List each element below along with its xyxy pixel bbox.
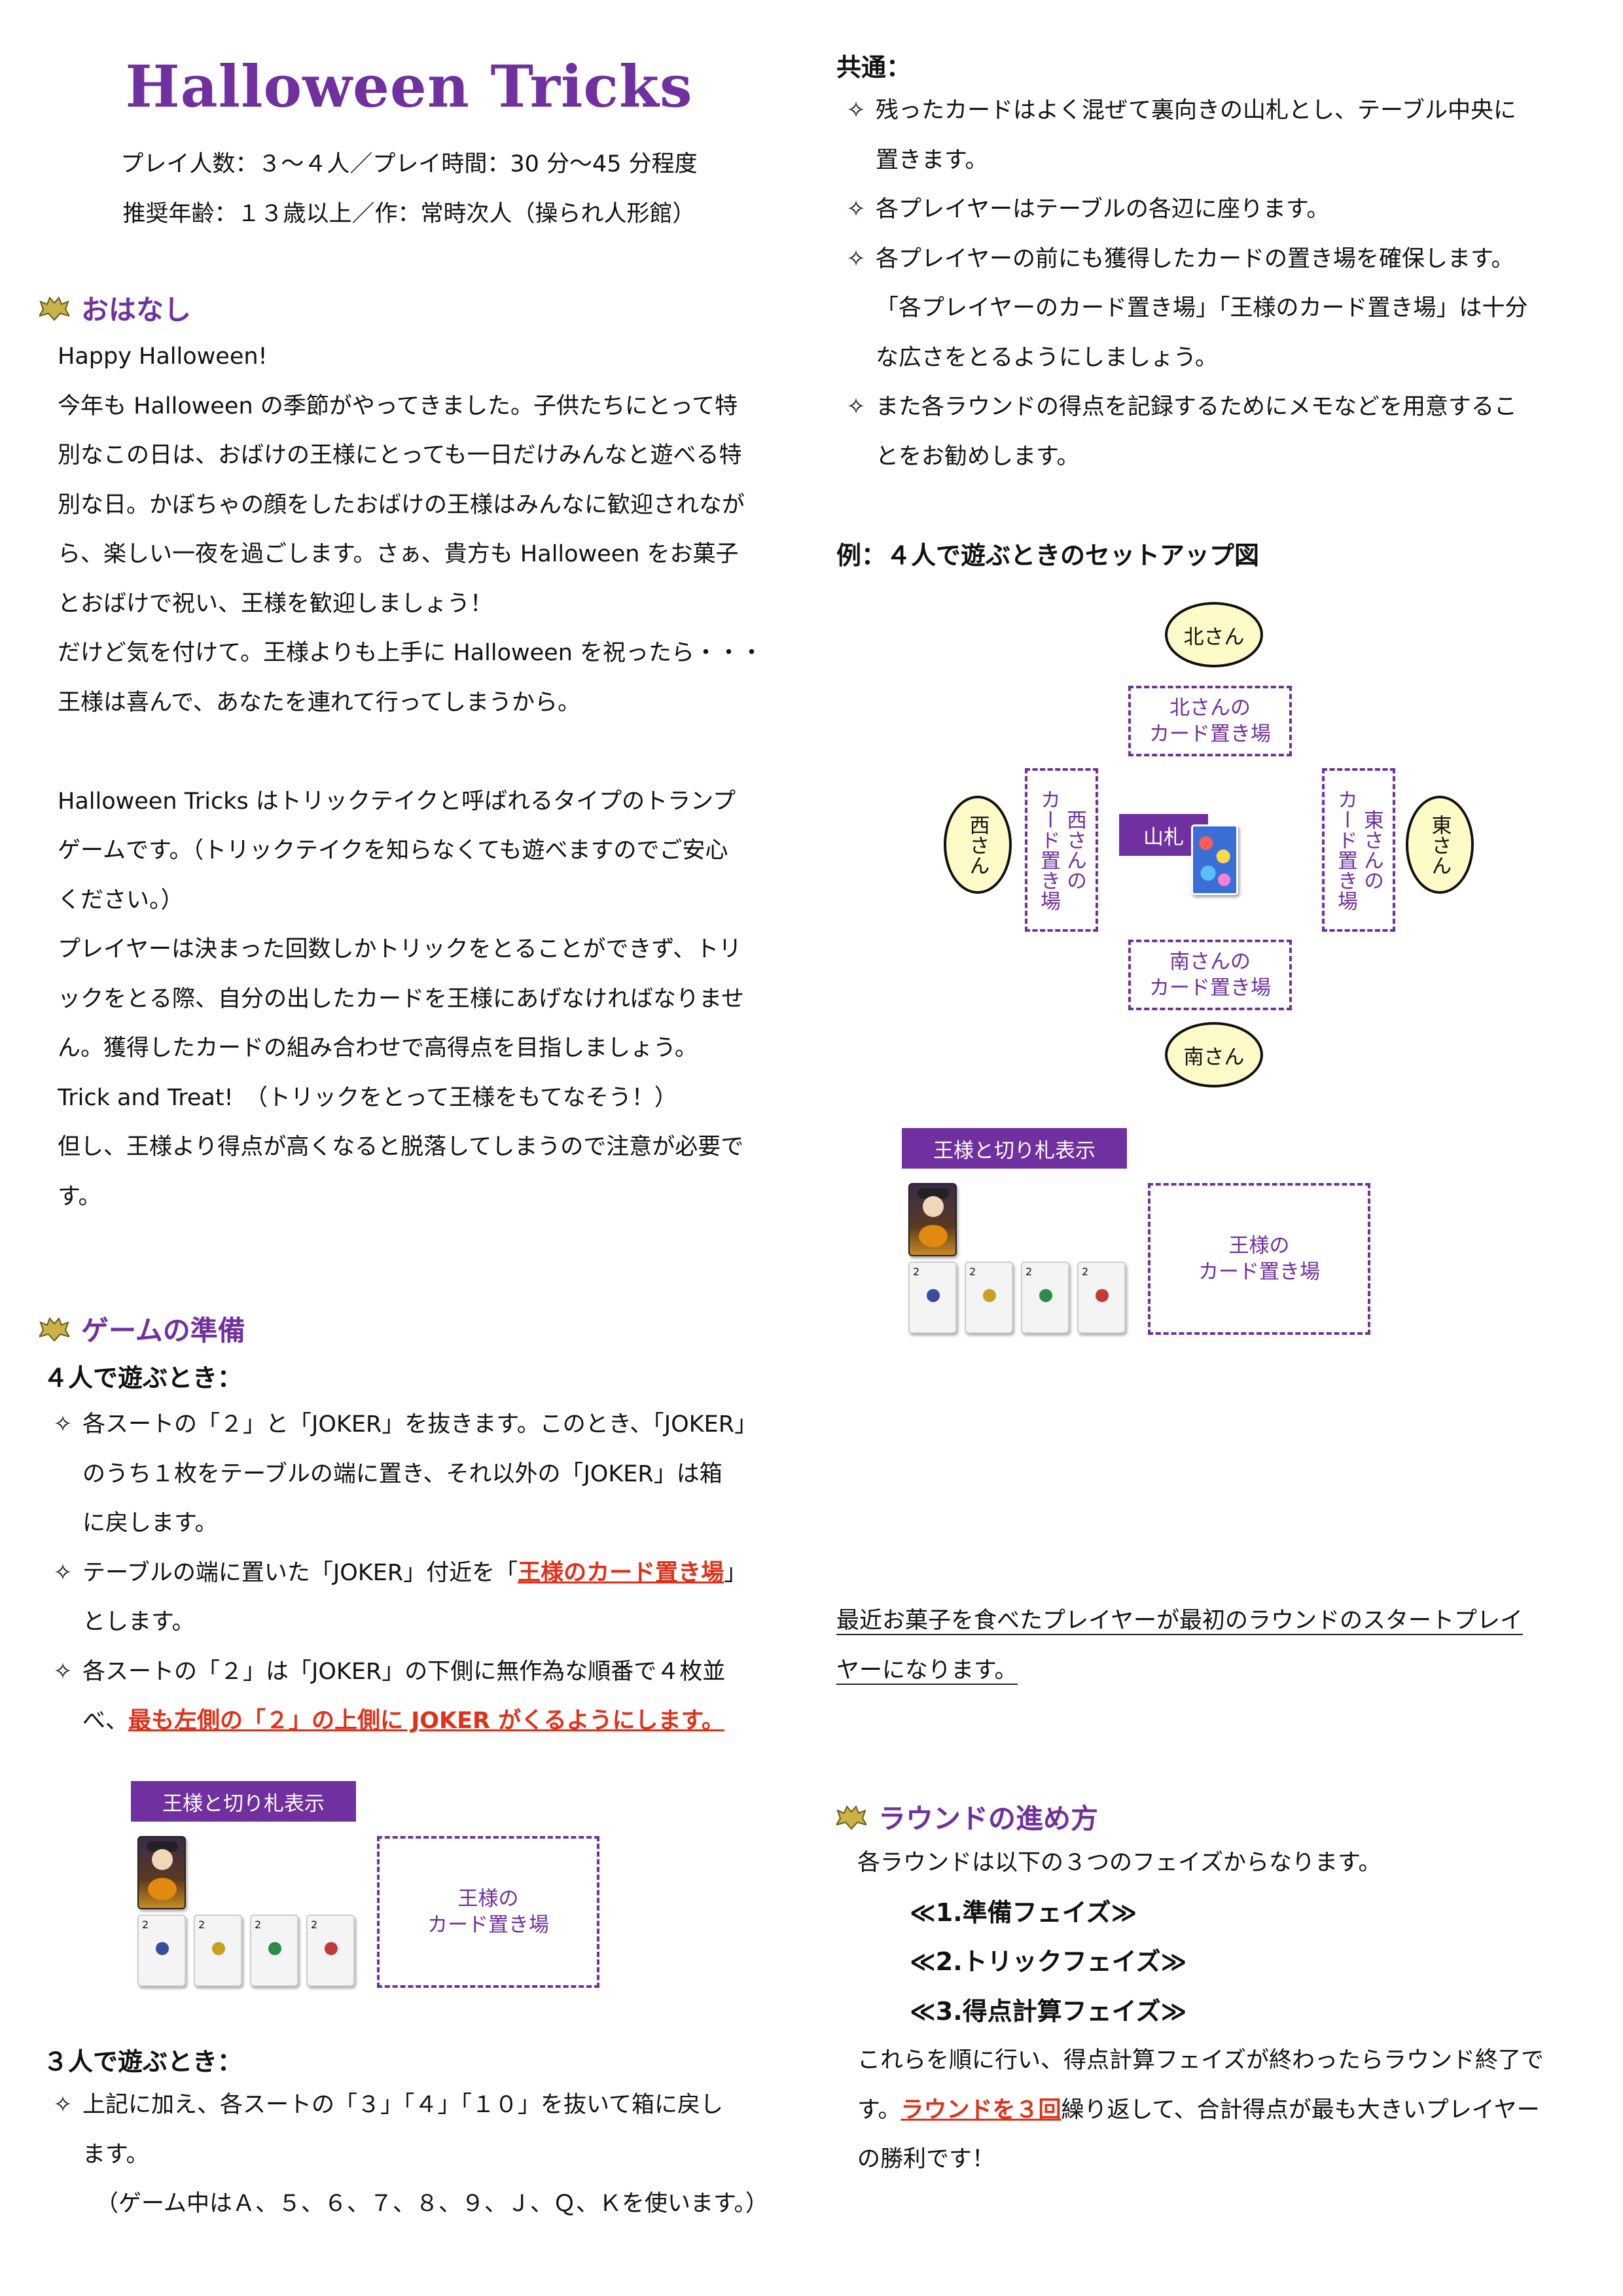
story-line: ん。獲得したカードの組み合わせで高得点を目指しましょう。 — [58, 1035, 698, 1061]
story-line: ください。） — [58, 887, 184, 913]
phase-prep: ≪1.準備フェイズ≫ — [910, 1898, 1137, 1927]
section-heading-setup-text: ゲームの準備 — [81, 1315, 245, 1347]
four-player-heading: ４人で遊ぶとき： — [43, 1364, 243, 1392]
section-heading-setup: ゲームの準備 — [39, 1309, 245, 1349]
story-line: す。 — [58, 1183, 101, 1210]
four-player-rules: ✧ 各スートの「２」と「JOKER」を抜きます。このとき、「JOKER」のうち１… — [43, 1400, 789, 1746]
phase-score: ≪3.得点計算フェイズ≫ — [910, 1996, 1187, 2026]
sparkle-icon: ✧ — [846, 196, 866, 222]
king-card-area: 王様のカード置き場 — [1148, 1183, 1370, 1335]
three-player-heading: ３人で遊ぶとき： — [43, 2047, 243, 2076]
story-line: 但し、王様より得点が高くなると脱落してしまうので注意が必要で — [58, 1134, 744, 1160]
player-south: 南さん — [1165, 1022, 1263, 1087]
north-card-area: 北さんのカード置き場 — [1128, 686, 1292, 756]
bat-icon — [836, 1805, 866, 1829]
phase-trick: ≪2.トリックフェイズ≫ — [910, 1947, 1187, 1976]
list-item: ✧ テーブルの端に置いた「JOKER」付近を「王様のカード置き場」とします。 — [43, 1549, 789, 1648]
list-item: ✧ 各プレイヤーはテーブルの各辺に座ります。 — [836, 185, 1589, 235]
list-item: ✧ 各スートの「２」は「JOKER」の下側に無作為な順番で４枚並べ、最も左側の「… — [43, 1648, 789, 1746]
story-line: 別なこの日は、おばけの王様にとっても一日だけみんなと遊べる特 — [58, 442, 742, 468]
east-card-area: 東さんのカード置き場 — [1322, 768, 1395, 932]
card-heart-2: 2 — [306, 1915, 355, 1987]
king-diagram-left: 王様と切り札表示 2 2 2 2 王様のカード置き場 — [131, 1781, 602, 1990]
start-player-note: 最近お菓子を食べたプレイヤーが最初のラウンドのスタートプレイ ヤーになります。 — [836, 1608, 1523, 1685]
card-diamond-2: 2 — [1021, 1262, 1069, 1333]
list-item: ✧ 上記に加え、各スートの「３」「４」「１０」を抜いて箱に戻します。（ゲーム中は… — [43, 2081, 789, 2229]
list-item: ✧ また各ラウンドの得点を記録するためにメモなどを用意することをお勧めします。 — [836, 383, 1589, 482]
west-card-area: 西さんのカード置き場 — [1025, 768, 1098, 932]
sparkle-icon: ✧ — [53, 2092, 73, 2118]
section-heading-round: ラウンドの進め方 — [836, 1797, 1098, 1837]
card-club-2: 2 — [965, 1262, 1013, 1333]
king-trump-tag: 王様と切り札表示 — [131, 1781, 356, 1822]
story-line: ら、楽しい一夜を過ごします。さぁ、貴方も Halloween をお菓子 — [58, 541, 739, 567]
story-line: Happy Halloween! — [58, 344, 268, 370]
king-trump-tag: 王様と切り札表示 — [902, 1128, 1127, 1169]
story-line: 王様は喜んで、あなたを連れて行ってしまうから。 — [58, 689, 581, 716]
round-text: 各ラウンドは以下の３つのフェイズからなります。 ≪1.準備フェイズ≫ ≪2.トリ… — [857, 1839, 1597, 2185]
info-age-author: 推奨年齢：１３歳以上／作：常時次人（操られ人形館） — [122, 201, 696, 227]
story-line: ックをとる際、自分の出したカードを王様にあげなければなりませ — [58, 985, 744, 1012]
sparkle-icon: ✧ — [53, 1658, 73, 1685]
player-west: 西さん — [944, 796, 1012, 894]
story-line: プレイヤーは決まった回数しかトリックをとることができず、トリ — [58, 936, 742, 963]
card-spade-2: 2 — [137, 1915, 186, 1987]
player-east: 東さん — [1406, 796, 1474, 894]
three-player-rules: ✧ 上記に加え、各スートの「３」「４」「１０」を抜いて箱に戻します。（ゲーム中は… — [43, 2081, 789, 2229]
story-line: ゲームです。（トリックテイクを知らなくても遊べますのでご安心 — [58, 838, 728, 864]
sparkle-icon: ✧ — [846, 245, 866, 272]
king-diagram-right: 王様と切り札表示 2 2 2 2 王様のカード置き場 — [902, 1128, 1373, 1337]
card-diamond-2: 2 — [250, 1915, 298, 1987]
list-item: ✧ 各スートの「２」と「JOKER」を抜きます。このとき、「JOKER」のうち１… — [43, 1400, 789, 1549]
card-spade-2: 2 — [908, 1262, 957, 1333]
south-card-area: 南さんのカード置き場 — [1128, 940, 1292, 1010]
info-players-time: プレイ人数：３～４人／プレイ時間：30 分～45 分程度 — [120, 151, 698, 177]
section-heading-round-text: ラウンドの進め方 — [878, 1803, 1099, 1835]
player-north: 北さん — [1165, 602, 1263, 667]
story-line — [58, 728, 784, 777]
bat-icon — [39, 296, 69, 321]
sparkle-icon: ✧ — [53, 1559, 73, 1586]
story-line: だけど気を付けて。王様よりも上手に Halloween を祝ったら・・・ — [58, 640, 764, 666]
sparkle-icon: ✧ — [53, 1411, 73, 1438]
sparkle-icon: ✧ — [846, 97, 866, 124]
joker-card — [137, 1836, 186, 1909]
list-item: ✧ 各プレイヤーの前にも獲得したカードの置き場を確保します。「各プレイヤーのカー… — [836, 235, 1589, 383]
story-line: 別な日。かぼちゃの顔をしたおばけの王様はみんなに歓迎されなが — [58, 491, 745, 518]
sparkle-icon: ✧ — [846, 394, 866, 420]
card-club-2: 2 — [194, 1915, 242, 1987]
page-title: Halloween Tricks — [125, 52, 693, 120]
common-rules: ✧ 残ったカードはよく混ぜて裏向きの山札とし、テーブル中央に置きます。 ✧ 各プ… — [836, 86, 1589, 482]
bat-icon — [39, 1316, 69, 1341]
list-item: ✧ 残ったカードはよく混ぜて裏向きの山札とし、テーブル中央に置きます。 — [836, 86, 1589, 185]
story-line: 今年も Halloween の季節がやってきました。子供たちにとって特 — [58, 393, 738, 419]
section-heading-story-text: おはなし — [81, 294, 192, 326]
story-line: とおばけで祝い、王様を歓迎しましょう！ — [58, 590, 493, 617]
king-area-emphasis: 王様のカード置き場 — [518, 1559, 724, 1586]
common-heading: 共通： — [836, 53, 912, 82]
deck-card-back — [1191, 824, 1238, 895]
three-rounds-emphasis: ラウンドを３回 — [901, 2096, 1061, 2123]
story-line: Trick and Treat! （トリックをとって王様をもてなそう！） — [58, 1084, 677, 1111]
story-text: Happy Halloween! 今年も Halloween の季節がやってきまし… — [58, 332, 784, 1222]
card-heart-2: 2 — [1077, 1262, 1126, 1333]
king-card-area: 王様のカード置き場 — [377, 1836, 599, 1988]
joker-card — [908, 1183, 957, 1256]
joker-placement-emphasis: 最も左側の「２」の上側に JOKER がくるようにします。 — [128, 1708, 724, 1734]
setup-diagram-heading: 例：４人で遊ぶときのセットアップ図 — [836, 541, 1260, 570]
story-line: Halloween Tricks はトリックテイクと呼ばれるタイプのトランプ — [58, 788, 736, 815]
section-heading-story: おはなし — [39, 288, 191, 328]
